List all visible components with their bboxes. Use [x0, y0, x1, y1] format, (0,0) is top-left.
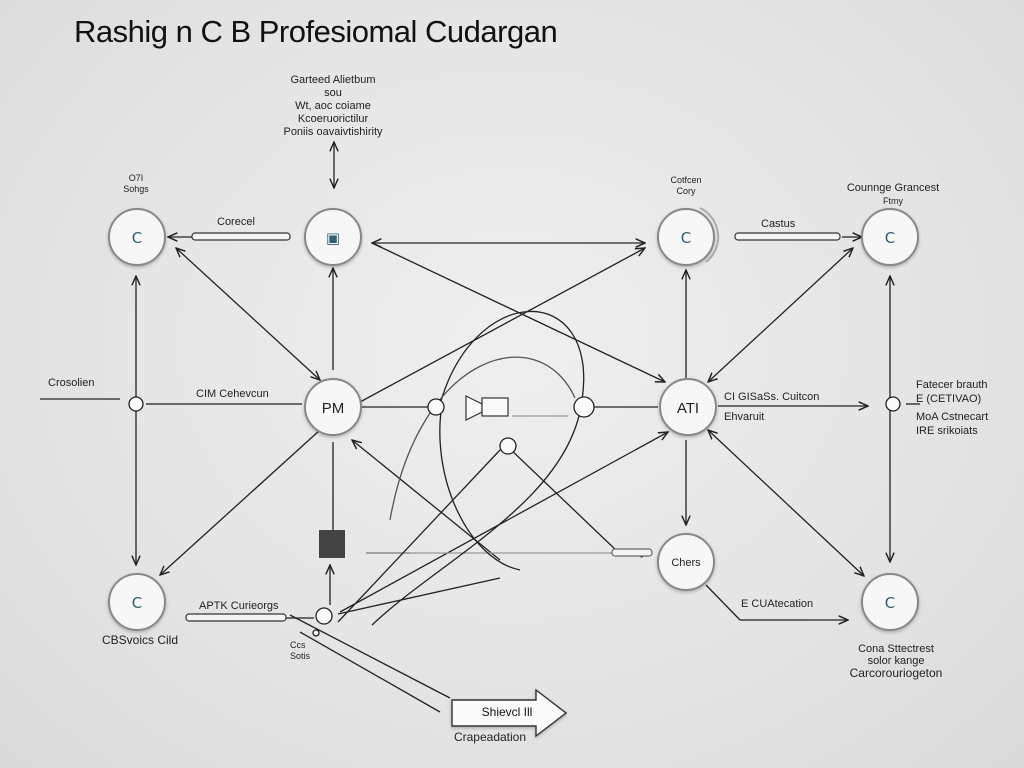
small-label-line: Cory [676, 186, 696, 196]
node-top-right[interactable]: C [861, 208, 919, 266]
c-icon: C [885, 229, 895, 247]
top-note-line: Garteed Alietbum [290, 74, 376, 86]
top-note-line: Wt, aoc coiame [295, 100, 371, 112]
bottom-left-edge-label: APTK Curieorgs [199, 600, 279, 612]
edge-label-top-right: Castus [761, 218, 796, 230]
node-pm[interactable]: PM [304, 378, 362, 436]
plug-shape [465, 395, 509, 421]
edge-label-top-left: Corecel [217, 216, 255, 228]
left-mid-label: Crosolien [48, 377, 95, 389]
node-bottom-right[interactable]: C [861, 573, 919, 631]
bottom-left-caption: CBSvoics Cild [101, 633, 179, 647]
top-note-line: sou [324, 87, 342, 99]
bottom-left-small-label: Ccs Sotis [290, 640, 310, 662]
junction-dots [128, 396, 901, 637]
right-mid-line: CI GISaSs. Cuitcon [724, 391, 820, 403]
document-icon: ▣ [326, 229, 340, 247]
node-top-right-inner[interactable]: C [657, 207, 720, 266]
bottom-right-edge-label: E CUAtecation [741, 598, 814, 610]
node-top-left[interactable]: C [108, 208, 166, 266]
caption-line: Cona Sttectrest [858, 643, 934, 655]
result-arrow [451, 688, 568, 738]
small-label-line: Ccs [290, 640, 306, 650]
c-icon: C [885, 594, 895, 612]
node-chers-label: Chers [671, 557, 701, 569]
node-ati-label: ATI [677, 400, 699, 417]
top-note: Garteed Alietbum sou Wt, aoc coiame Kcoe… [283, 74, 382, 139]
small-label-line: Sohgs [123, 184, 149, 194]
c-icon: C [132, 229, 142, 247]
small-label-line: Cotfcen [670, 175, 702, 185]
top-left-small-label: O7I Sohgs [123, 173, 149, 195]
top-right-caption: Counnge Grancest Ftmy [847, 182, 939, 208]
top-note-line: Poniis oavaivtishirity [283, 126, 383, 138]
right-far-labels: Fatecer brauth E (CETIVAO) MoA Cstnecart… [916, 378, 988, 438]
top-right-small-label: Cotfcen Cory [670, 175, 701, 197]
arrow-label: Shievcl Ill [482, 705, 533, 719]
bottom-right-caption: Cona Sttectrest solor kange Carcorouriog… [850, 643, 943, 679]
edge-bars [185, 232, 841, 622]
caption-line: Ftmy [883, 196, 903, 206]
connector-lines [40, 142, 920, 713]
right-far-line: E (CETIVAO) [916, 393, 982, 405]
small-label-line: Sotis [290, 651, 311, 661]
right-far-line: MoA Cstnecart [916, 411, 989, 423]
nodes: C ▣ C C PM ATI Chers C [108, 207, 919, 631]
center-left-label: CIM Cehevcun [196, 388, 269, 400]
node-ati[interactable]: ATI [659, 378, 717, 436]
bottom-caption: Crapeadation [453, 730, 527, 744]
c-icon: C [681, 229, 691, 247]
right-far-line: Fatecer brauth [916, 379, 988, 391]
node-bottom-left[interactable]: C [108, 573, 166, 631]
node-top-center[interactable]: ▣ [304, 208, 362, 266]
top-note-line: Kcoeruorictilur [297, 113, 369, 125]
node-chers[interactable]: Chers [657, 533, 715, 591]
dark-square-block [319, 530, 345, 558]
caption-line: Counnge Grancest [846, 182, 940, 194]
right-far-line: IRE srikoiats [916, 425, 978, 437]
right-mid-labels: CI GISaSs. Cuitcon Ehvaruit [724, 391, 819, 424]
node-pm-label: PM [322, 400, 345, 417]
caption-line: solor kange [867, 655, 925, 667]
right-mid-line: Ehvaruit [724, 411, 765, 423]
diagram-title: Rashig n C B Profesiomal Cudargan [74, 14, 558, 49]
caption-line: Carcorouriogeton [849, 666, 943, 680]
c-icon: C [132, 594, 142, 612]
small-label-line: O7I [128, 173, 144, 183]
